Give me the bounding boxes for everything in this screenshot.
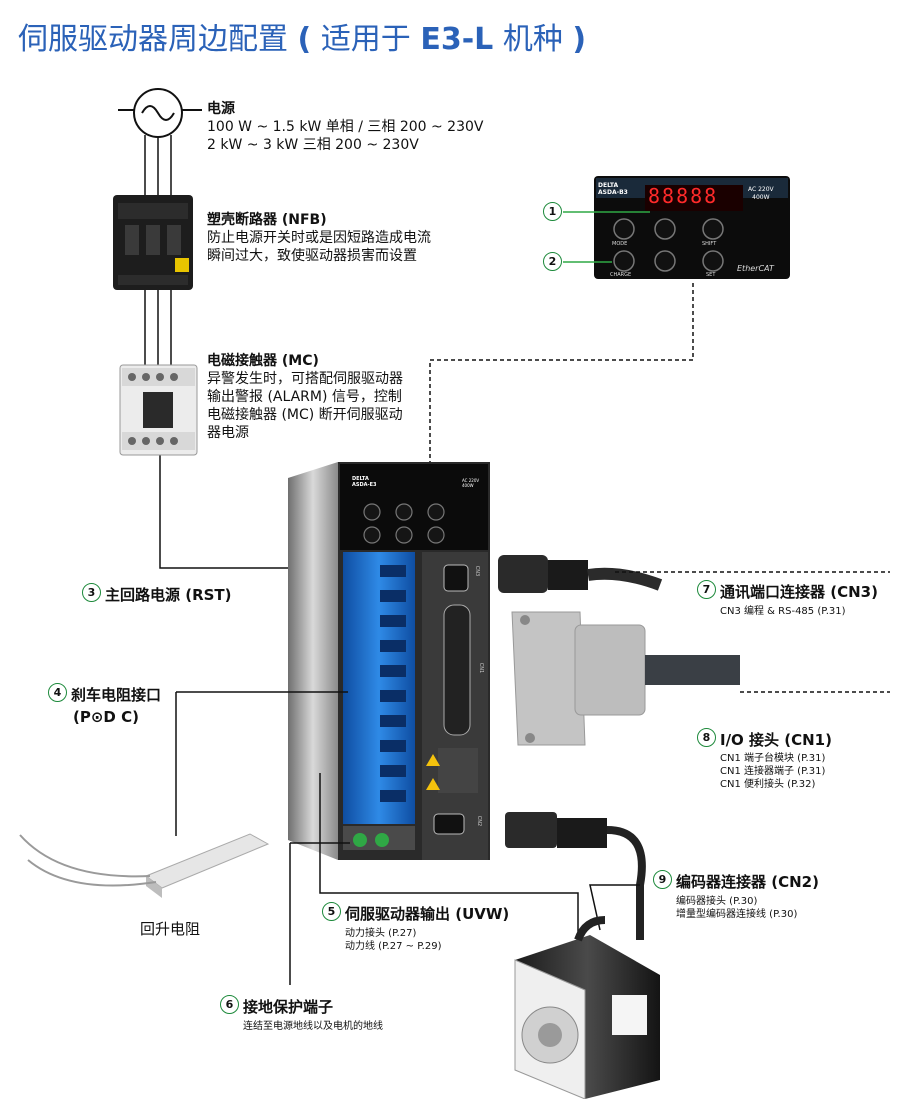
callout-1-badge: 1 bbox=[543, 202, 562, 221]
callout-6-label: 接地保护端子 bbox=[243, 998, 334, 1016]
page-title: 伺服驱动器周边配置 ( 适用于 E3-L 机种 ) bbox=[18, 22, 587, 57]
callout-3-label: 主回路电源 (RST) bbox=[105, 586, 232, 604]
callout-9-sub-2: 增量型编码器连接线 (P.30) bbox=[676, 909, 798, 920]
callout-8-sub-3: CN1 便利接头 (P.32) bbox=[720, 779, 816, 790]
callout-9-badge: 9 bbox=[653, 870, 672, 889]
callout-6-badge: 6 bbox=[220, 995, 239, 1014]
power-source-label: 电源 100 W ~ 1.5 kW 单相 / 三相 200 ~ 230V 2 k… bbox=[207, 101, 484, 153]
callout-6-sub-1: 连结至电源地线以及电机的地线 bbox=[243, 1021, 383, 1032]
nfb-label: 塑壳断路器 (NFB) 防止电源开关时或是因短路造成电流 瞬间过大，致使驱动器损… bbox=[207, 212, 431, 264]
callout-7-sub-1: CN3 编程 & RS-485 (P.31) bbox=[720, 606, 846, 617]
servo-drive-image bbox=[288, 462, 490, 860]
drive-rating: AC 220V 400W bbox=[462, 478, 480, 488]
cn1-connector-image bbox=[511, 611, 740, 746]
callout-5-sub-2: 动力线 (P.27 ~ P.29) bbox=[345, 941, 442, 952]
callout-8-badge: 8 bbox=[697, 728, 716, 747]
panel-callout-lines bbox=[563, 211, 650, 263]
mc-contactor-image bbox=[119, 364, 198, 456]
ac-power-source-symbol bbox=[118, 88, 202, 138]
braking-resistor-image bbox=[19, 833, 270, 898]
callout-5-sub-1: 动力接头 (P.27) bbox=[345, 928, 417, 939]
callout-4-label-2: (P⊙D C) bbox=[73, 708, 139, 726]
panel-rating: AC 220V 400W bbox=[748, 186, 774, 201]
cn2-connector-image bbox=[505, 812, 646, 940]
callout-8-label: I/O 接头 (CN1) bbox=[720, 731, 832, 749]
panel-brand: DELTA ASDA-B3 bbox=[598, 182, 628, 196]
callout-5-label: 伺服驱动器输出 (UVW) bbox=[345, 905, 510, 923]
callout-4-badge: 4 bbox=[48, 683, 67, 702]
nfb-breaker-image bbox=[113, 195, 193, 290]
mc-label: 电磁接触器 (MC) 异警发生时，可搭配伺服驱动器 输出警报 (ALARM) 信… bbox=[207, 353, 403, 441]
callout-9-sub-1: 编码器接头 (P.30) bbox=[676, 896, 758, 907]
panel-btn-set-label: SET bbox=[706, 272, 716, 278]
keypad-panel-image bbox=[594, 176, 790, 279]
drive-brand: DELTA ASDA-E3 bbox=[352, 476, 377, 488]
callout-7-label: 通讯端口连接器 (CN3) bbox=[720, 583, 878, 601]
callout-8-sub-2: CN1 连接器端子 (P.31) bbox=[720, 766, 826, 777]
panel-btn-shift-label: SHIFT bbox=[702, 241, 717, 247]
drive-cn1-label: CN1 bbox=[478, 662, 485, 674]
callout-4-label: 刹车电阻接口 bbox=[71, 686, 162, 704]
callout-8-sub-1: CN1 端子台模块 (P.31) bbox=[720, 753, 826, 764]
callout-5-badge: 5 bbox=[322, 902, 341, 921]
resistor-label: 回升电阻 bbox=[140, 920, 201, 938]
cn3-cable-image bbox=[498, 555, 663, 593]
leader-lines bbox=[175, 691, 579, 985]
callout-9-label: 编码器连接器 (CN2) bbox=[676, 873, 819, 891]
callout-2-badge: 2 bbox=[543, 252, 562, 271]
drive-cn3-label: CN3 bbox=[474, 565, 481, 577]
supply-wires bbox=[144, 135, 348, 569]
callout-3-badge: 3 bbox=[82, 583, 101, 602]
panel-btn-charge-label: CHARGE bbox=[610, 272, 632, 278]
panel-btn-mode-label: MODE bbox=[612, 241, 628, 247]
cn2-leader-line bbox=[589, 884, 640, 931]
drive-cn2-label: CN2 bbox=[476, 815, 483, 827]
panel-link-dashed-line bbox=[429, 283, 694, 468]
servo-motor-image bbox=[514, 916, 660, 1099]
callout-7-badge: 7 bbox=[697, 580, 716, 599]
panel-ethercat-logo: EtherCAT bbox=[737, 264, 774, 273]
panel-led-display: 88888 bbox=[648, 184, 719, 208]
